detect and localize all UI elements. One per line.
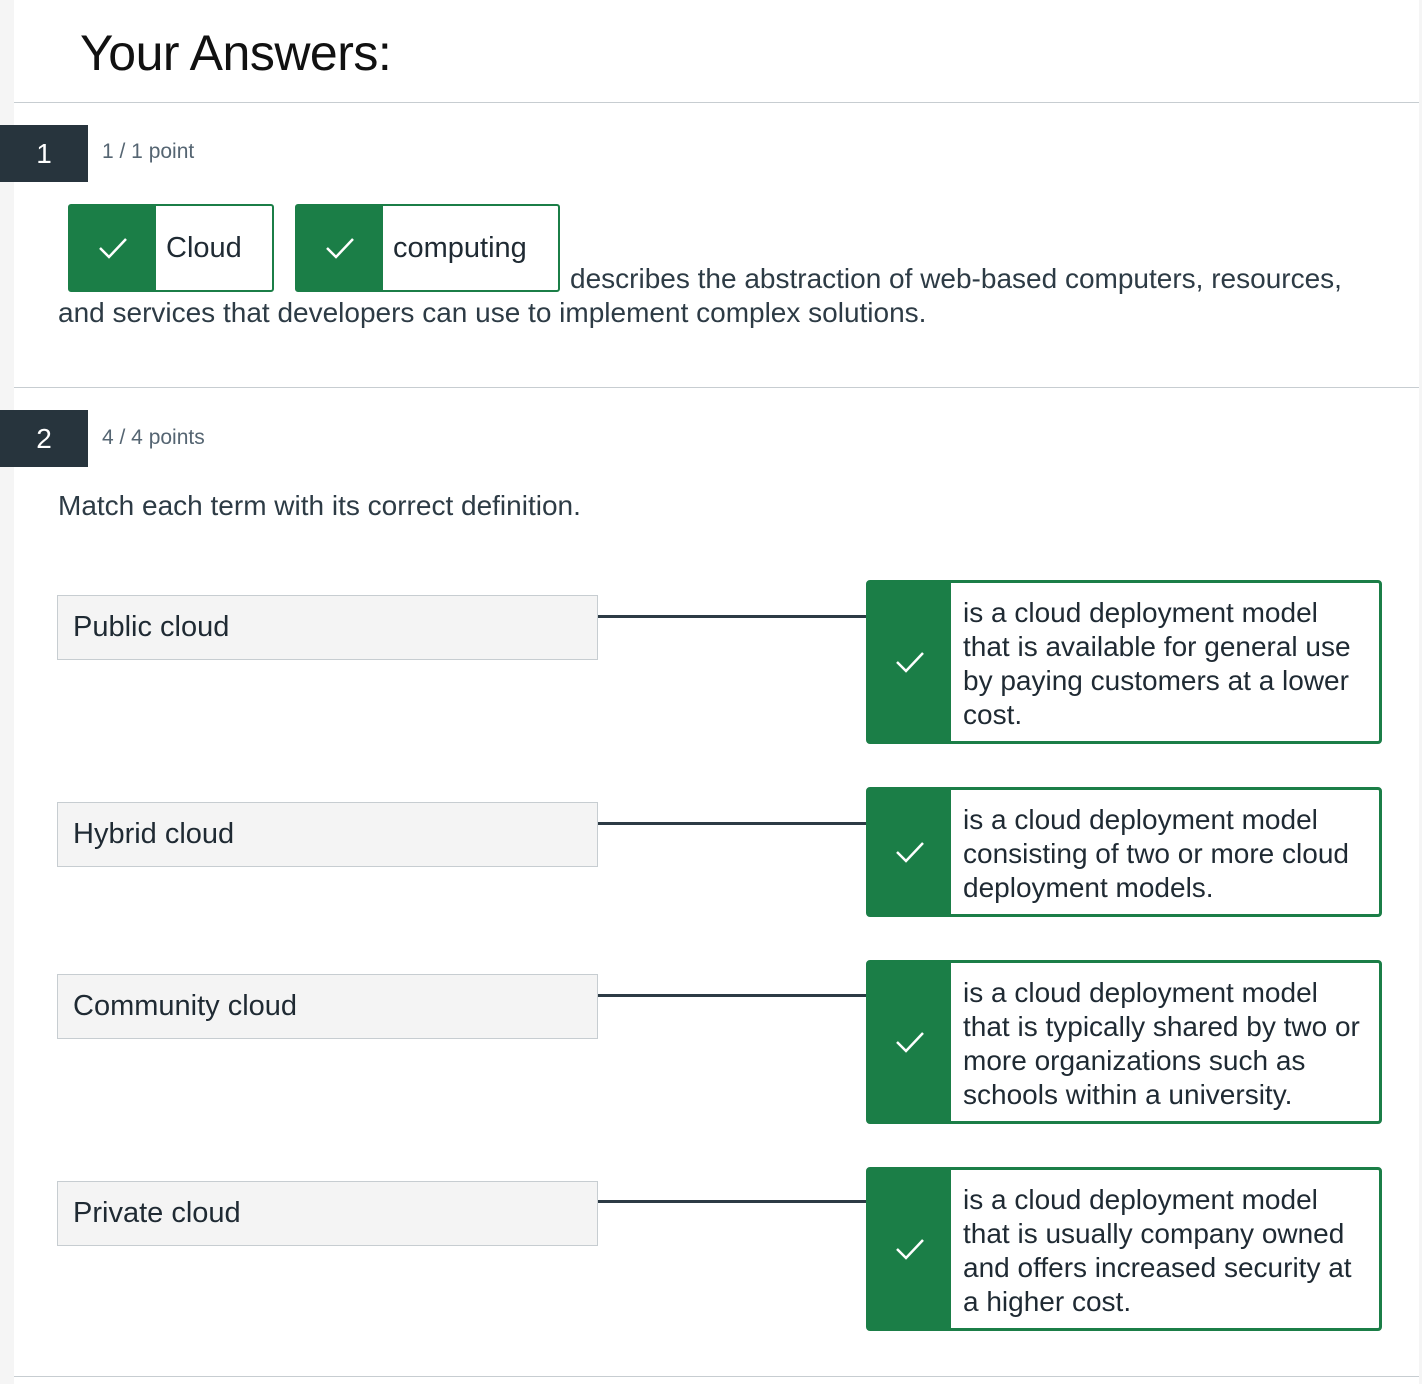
checkmark-icon <box>70 206 156 290</box>
match-term: Private cloud <box>57 1181 598 1246</box>
page-title: Your Answers: <box>80 25 392 81</box>
definition-text: is a cloud deployment model that is avai… <box>963 597 1351 730</box>
answer-text: Cloud <box>166 231 242 264</box>
fill-blank-answer-2: computing <box>295 204 560 292</box>
match-definition: is a cloud deployment model that is typi… <box>866 960 1382 1124</box>
match-term: Public cloud <box>57 595 598 660</box>
divider <box>14 102 1419 103</box>
question-text-line-2: and services that developers can use to … <box>58 297 927 328</box>
right-gutter <box>1419 0 1422 1384</box>
question-number-badge: 2 <box>0 410 88 467</box>
question-points: 1 / 1 point <box>102 140 195 163</box>
definition-text: is a cloud deployment model that is usua… <box>963 1184 1352 1317</box>
question-text: describes the abstraction of web-based c… <box>58 262 1378 330</box>
definition-text: is a cloud deployment model consisting o… <box>963 804 1349 903</box>
divider <box>14 387 1419 388</box>
match-connector-line <box>598 994 868 997</box>
match-definition: is a cloud deployment model that is usua… <box>866 1167 1382 1331</box>
divider <box>14 1376 1419 1377</box>
checkmark-icon <box>869 583 951 741</box>
match-definition: is a cloud deployment model consisting o… <box>866 787 1382 917</box>
question-prompt: Match each term with its correct definit… <box>58 490 581 521</box>
match-term: Community cloud <box>57 974 598 1039</box>
left-gutter <box>0 0 14 1384</box>
definition-text: is a cloud deployment model that is typi… <box>963 977 1360 1110</box>
question-points: 4 / 4 points <box>102 426 205 449</box>
match-term: Hybrid cloud <box>57 802 598 867</box>
question-text-line-1: describes the abstraction of web-based c… <box>570 263 1342 294</box>
match-definition: is a cloud deployment model that is avai… <box>866 580 1382 744</box>
checkmark-icon <box>869 1170 951 1328</box>
match-connector-line <box>598 822 868 825</box>
checkmark-icon <box>297 206 383 290</box>
checkmark-icon <box>869 790 951 914</box>
question-number-badge: 1 <box>0 125 88 182</box>
fill-blank-answer-1: Cloud <box>68 204 274 292</box>
answer-text: computing <box>393 231 527 264</box>
match-connector-line <box>598 1200 868 1203</box>
match-connector-line <box>598 615 868 618</box>
checkmark-icon <box>869 963 951 1121</box>
